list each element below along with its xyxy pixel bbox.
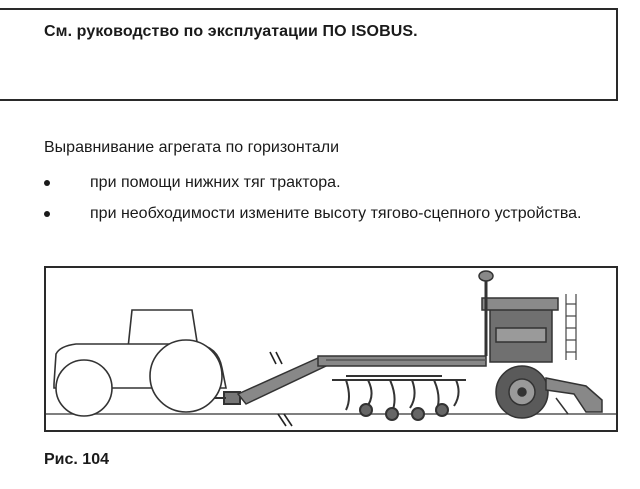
bullet-dot-icon xyxy=(44,180,50,186)
cultivator-tines xyxy=(332,375,466,421)
list-item: при помощи нижних тяг трактора. xyxy=(44,173,604,193)
hitch xyxy=(214,391,241,405)
list-item-text: при необходимости измените высоту тягово… xyxy=(90,205,582,222)
blower-top xyxy=(478,270,494,282)
tractor-with-seed-drill-illustration xyxy=(46,270,616,427)
seed-drill xyxy=(478,270,603,419)
figure-frame xyxy=(44,266,618,432)
bullet-list: при помощи нижних тяг трактора. при необ… xyxy=(44,173,604,235)
rear-frame xyxy=(545,377,603,413)
note-text: См. руководство по эксплуатации ПО ISOBU… xyxy=(44,23,418,40)
break-marks xyxy=(269,351,293,427)
depth-wheel xyxy=(411,407,425,421)
drill-wheel-axle xyxy=(517,387,527,397)
note-box xyxy=(0,8,618,101)
bullet-dot-icon xyxy=(44,211,50,217)
hopper-panel xyxy=(495,327,547,343)
drawbar xyxy=(236,355,487,405)
depth-wheel xyxy=(385,407,399,421)
tractor-front-wheel xyxy=(55,359,113,417)
tractor-rear-wheel xyxy=(149,339,223,413)
intro-text: Выравнивание агрегата по горизонтали xyxy=(44,139,340,156)
depth-wheel xyxy=(359,403,373,417)
list-item-text: при помощи нижних тяг трактора. xyxy=(90,174,341,191)
ladder xyxy=(565,294,577,360)
depth-wheel xyxy=(435,403,449,417)
drawbar-main xyxy=(317,355,487,367)
hopper-lid xyxy=(481,297,559,311)
list-item: при необходимости измените высоту тягово… xyxy=(44,204,604,224)
tractor-drawing xyxy=(53,309,227,417)
drawbar-front xyxy=(236,357,328,405)
figure-caption: Рис. 104 xyxy=(44,451,109,468)
